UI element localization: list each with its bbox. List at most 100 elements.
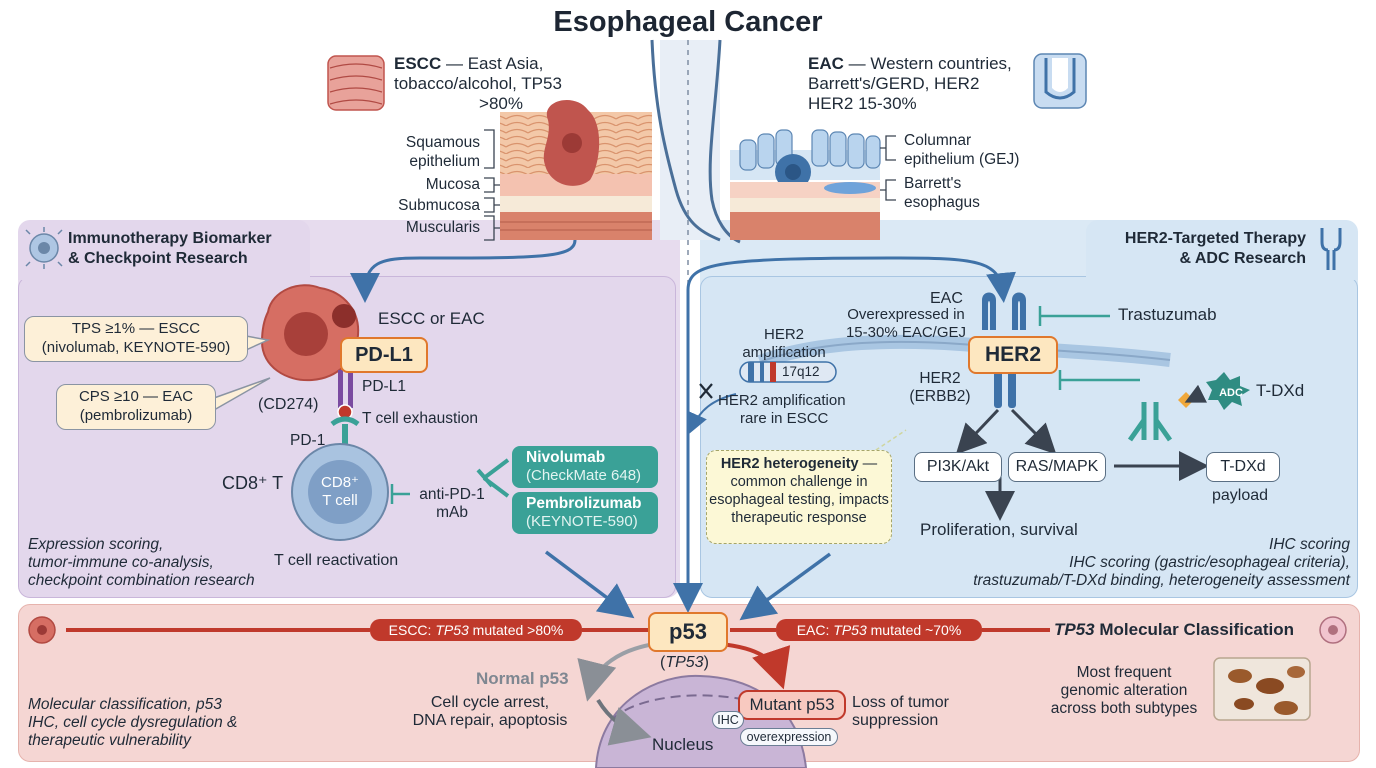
pembrolizumab-box: Pembrolizumab (KEYNOTE-590) — [512, 492, 658, 534]
tps-line-1: TPS ≥1% — ESCC — [71, 320, 201, 337]
tps-callout-tail — [245, 335, 271, 351]
pembrolizumab-trial: (KEYNOTE-590) — [526, 513, 638, 530]
arrow-escc-to-immuno — [350, 239, 577, 303]
hetero-line-3: esophageal testing, impacts — [709, 492, 889, 508]
cd8-t-cell — [291, 443, 389, 541]
esophagus-lumen — [650, 39, 741, 290]
escc-description: ESCC — East Asia, tobacco/alcohol, TP53 … — [394, 54, 624, 114]
eac-desc-2: Barrett's/GERD, HER2 — [808, 74, 980, 93]
eac-desc-3: HER2 15-30% — [808, 94, 917, 113]
immuno-foot-2: tumor-immune co-analysis, — [28, 554, 214, 571]
label-submucosa: Submucosa — [398, 197, 480, 214]
amp-line-2: amplification — [742, 344, 826, 361]
nivolumab-trial: (CheckMate 648) — [526, 467, 642, 484]
immuno-footer: Expression scoring, tumor-immune co-anal… — [28, 536, 308, 590]
cps-callout: CPS ≥10 — EAC (pembrolizumab) — [56, 384, 216, 430]
trastuzumab-label: Trastuzumab — [1118, 305, 1217, 324]
amp-line-1: HER2 — [763, 326, 804, 343]
p53-foot-1: Molecular classification, p53 — [28, 696, 222, 713]
hetero-line-1: HER2 heterogeneity — [720, 456, 859, 472]
hetero-line-4: therapeutic response — [731, 510, 867, 526]
label-squamous-epithelium: Squamous epithelium — [390, 133, 480, 171]
label-mucosa: Mucosa — [425, 176, 480, 193]
anti-pd1-label: anti-PD-1 mAb — [410, 486, 494, 522]
escc-pill-pre: ESCC: — [388, 622, 436, 638]
p53-foot-3: therapeutic vulnerability — [28, 732, 191, 749]
anti-pd1-line-1: anti-PD-1 — [419, 486, 485, 503]
squamous-line-1: Squamous — [405, 134, 480, 151]
overexpressed-label: Overexpressed in 15-30% EAC/GEJ — [832, 306, 980, 342]
cd8-label: CD8⁺ T — [222, 473, 284, 493]
tps-callout: TPS ≥1% — ESCC (nivolumab, KEYNOTE-590) — [24, 316, 248, 362]
rare-line-2: rare in ESCC — [740, 410, 829, 427]
loss-line-2: suppression — [852, 712, 939, 729]
tdxd-inhibition — [1058, 370, 1140, 390]
columnar-line-1: Columnar — [904, 132, 972, 149]
barretts-line-2: esophagus — [904, 194, 980, 211]
her2-footer: IHC scoring IHC scoring (gastric/esophag… — [900, 536, 1350, 590]
cd8-cell-line-2: T cell — [322, 492, 358, 509]
class-rest: Molecular Classification — [1094, 620, 1294, 639]
arrow-her2-ras — [1010, 408, 1057, 455]
her2-header: HER2-Targeted Therapy & ADC Research — [1090, 229, 1306, 269]
blocked-x-icon — [699, 383, 713, 399]
freq-line-2: genomic alteration — [1060, 682, 1188, 699]
immuno-header: Immunotherapy Biomarker & Checkpoint Res… — [68, 229, 308, 269]
page-title: Esophageal Cancer — [553, 6, 823, 38]
squamous-tissue-icon — [327, 55, 385, 111]
label-muscularis: Muscularis — [405, 219, 480, 236]
cps-callout-tail — [213, 377, 271, 411]
tumor-label: ESCC or EAC — [378, 309, 485, 328]
exhaustion-label: T cell exhaustion — [362, 410, 479, 427]
tdxd-label: T-DXd — [1256, 381, 1305, 400]
class-gene: TP53 — [1054, 620, 1095, 639]
normal-line-2: DNA repair, apoptosis — [412, 712, 568, 729]
arrow-immuno-to-p53 — [544, 550, 635, 619]
chromosome-17q12 — [739, 361, 837, 383]
anti-pd1-inhibition — [390, 484, 410, 504]
escc-pill-gene: TP53 — [435, 622, 469, 638]
hetero-line-2: common challenge in — [730, 474, 868, 490]
nivolumab-name: Nivolumab — [526, 449, 606, 466]
mutant-p53-box: Mutant p53 — [738, 690, 846, 720]
locus-17q12: 17q12 — [782, 364, 820, 379]
arrow-amp-to-p53 — [688, 393, 737, 434]
pembrolizumab-name: Pembrolizumab — [526, 495, 642, 512]
nivolumab-box: Nivolumab (CheckMate 648) — [512, 446, 658, 488]
p53-footer: Molecular classification, p53 IHC, cell … — [28, 696, 308, 750]
immuno-panel-tab — [18, 220, 310, 280]
escc-label: ESCC — [394, 54, 442, 73]
freq-line-3: across both subtypes — [1050, 700, 1198, 717]
rare-escc-label: HER2 amplification rare in ESCC — [718, 392, 858, 428]
eac-pill-pre: EAC: — [796, 622, 834, 638]
cd8-cell-text: CD8⁺ T cell — [300, 474, 380, 510]
arrow-normal-nucleus — [596, 698, 652, 746]
ras-mapk-box: RAS/MAPK — [1008, 452, 1106, 482]
barretts-line-1: Barrett's — [904, 175, 962, 192]
cd274-label: (CD274) — [258, 396, 319, 413]
overexp-line-2: 15-30% EAC/GEJ — [845, 324, 967, 341]
arrow-adc-to-payload — [1184, 384, 1207, 403]
pi3k-box: PI3K/Akt — [914, 452, 1002, 482]
eac-tissue — [730, 129, 881, 240]
eac-label: EAC — [808, 54, 844, 73]
overexp-line-1: Overexpressed in — [847, 306, 965, 323]
antibody-icon — [476, 458, 510, 498]
receptor-icon — [1320, 228, 1342, 270]
immuno-header-1: Immunotherapy Biomarker — [68, 230, 272, 247]
her2-header-2: & ADC Research — [1179, 250, 1306, 267]
ihc-pill: IHC — [712, 711, 744, 729]
arrow-mutant-p53 — [719, 642, 791, 690]
tps-line-2: (nivolumab, KEYNOTE-590) — [41, 339, 231, 356]
squamous-line-2: epithelium — [409, 153, 480, 170]
escc-tp53-pill: ESCC: TP53 mutated >80% — [370, 619, 582, 641]
label-columnar-epithelium: Columnar epithelium (GEJ) — [904, 131, 1054, 169]
trastuzumab-inhibition — [1038, 306, 1110, 326]
escc-desc-1: — East Asia, — [445, 54, 544, 73]
her2-receptor — [982, 292, 1026, 408]
reactivation-label: T cell reactivation — [274, 552, 399, 569]
tumor-cell — [260, 284, 360, 382]
normal-p53-label: Normal p53 — [476, 669, 569, 688]
cd8-cell-line-1: CD8⁺ — [321, 474, 359, 491]
